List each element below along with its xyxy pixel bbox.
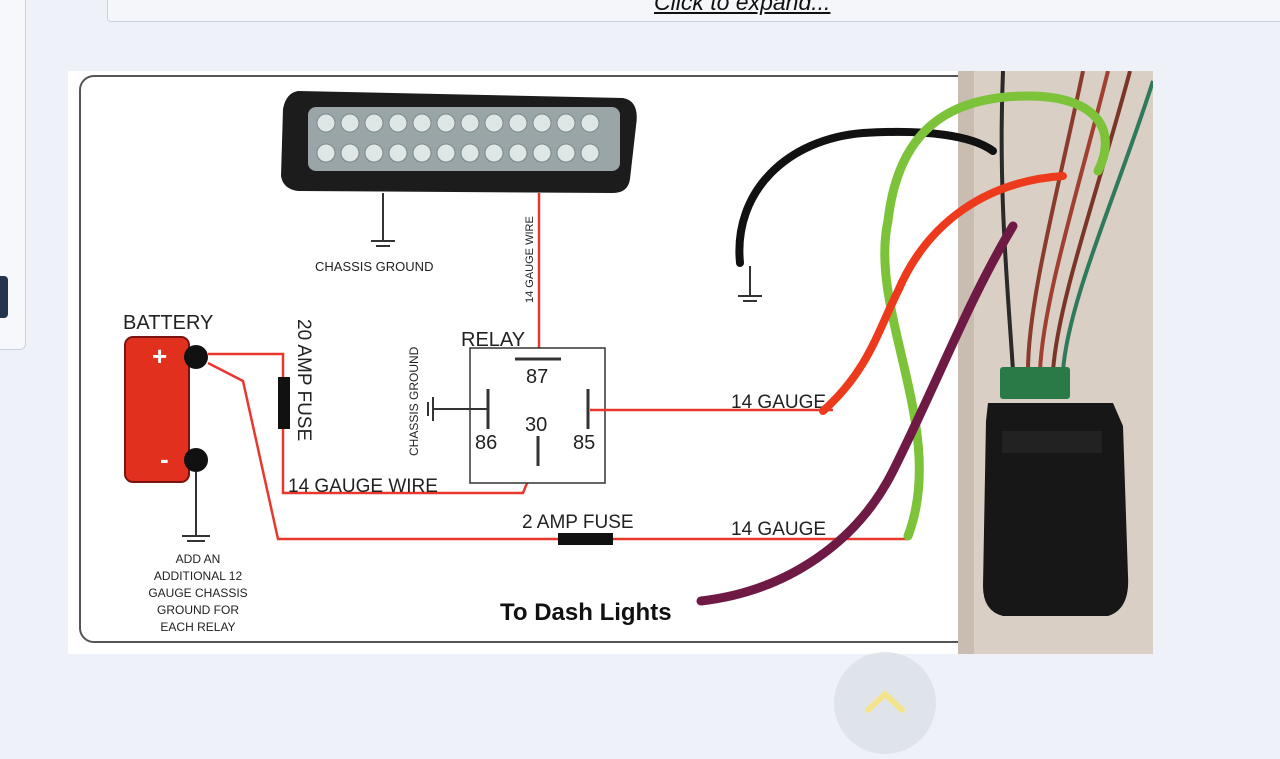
- ground-symbol-relay: [427, 397, 488, 421]
- wiring-diagram-image: CHASSIS GROUND 14 GAUGE WIRE BATTERY + -…: [68, 71, 1153, 654]
- ground-symbol-top: [371, 193, 395, 247]
- ground-symbol-right: [738, 266, 762, 302]
- dash-lights-label: To Dash Lights: [500, 599, 672, 626]
- battery-label: BATTERY: [123, 312, 213, 334]
- orange-marker-line: [819, 172, 1067, 415]
- relay-label: RELAY: [461, 329, 525, 351]
- light-bar: [281, 91, 637, 193]
- black-marker-line: [735, 127, 997, 267]
- quote-box: [107, 0, 1280, 22]
- green-marker-line: [880, 91, 1110, 541]
- switch-photo: [958, 71, 1153, 654]
- battery-minus: -: [160, 444, 169, 474]
- pin-30: 30: [525, 414, 547, 436]
- battery-plus: +: [152, 341, 167, 371]
- pin-85: 85: [573, 432, 595, 454]
- fuse-20: [278, 377, 290, 429]
- ground-symbol-battery: [182, 472, 210, 542]
- wire-30-label: 14 GAUGE WIRE: [288, 476, 438, 497]
- gauge-bottom-label: 14 GAUGE: [731, 519, 826, 540]
- fuse-20-label: 20 AMP FUSE: [293, 319, 314, 441]
- purple-marker-line: [696, 221, 1018, 606]
- click-to-expand-link[interactable]: Click to expand...: [654, 0, 831, 15]
- chevron-up-icon: [865, 691, 905, 713]
- fuse-2-label: 2 AMP FUSE: [522, 512, 634, 533]
- note-line-4: GROUND FOR: [157, 603, 239, 617]
- battery: [124, 336, 208, 483]
- sidebar-tab[interactable]: [0, 276, 8, 318]
- note-line-3: GAUGE CHASSIS: [148, 586, 247, 600]
- relay: [469, 347, 606, 484]
- pin-86: 86: [475, 432, 497, 454]
- chassis-ground-label: CHASSIS GROUND: [315, 259, 433, 274]
- pin-87: 87: [526, 366, 548, 388]
- gauge-85-label: 14 GAUGE: [731, 392, 826, 413]
- note-line-1: ADD AN: [176, 552, 221, 566]
- note-line-2: ADDITIONAL 12: [154, 569, 243, 583]
- chassis-ground-relay-label: CHASSIS GROUND: [407, 346, 421, 456]
- scroll-to-top-button[interactable]: [834, 652, 936, 754]
- note-line-5: EACH RELAY: [160, 620, 235, 634]
- wire-87-label: 14 GAUGE WIRE: [524, 216, 536, 303]
- fuse-2: [558, 533, 613, 545]
